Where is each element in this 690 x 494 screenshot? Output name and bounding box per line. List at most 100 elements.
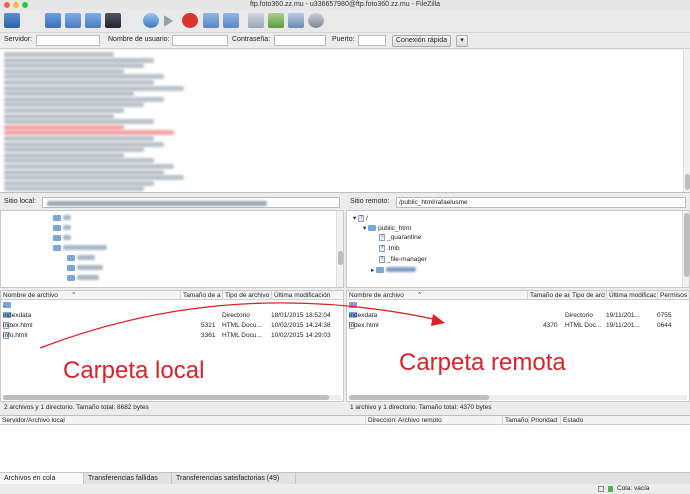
folder-icon [349,312,357,318]
zoom-window-icon[interactable] [22,2,28,8]
table-row[interactable]: indexdata Directorio 19/11/201... 0755 [349,312,672,319]
table-row[interactable]: index.html 4370 HTML Doc... 19/11/201...… [349,322,672,329]
column-size[interactable]: Tamaño [502,416,528,425]
local-list-hscroll[interactable] [3,395,341,400]
column-filesize[interactable]: Tamaño de archivo [527,291,569,300]
local-tree-node[interactable] [53,225,71,232]
remote-tree-tmb[interactable]: ?.tmb [379,245,400,253]
table-row[interactable]: indexdata Directorio 18/01/2015 18:52:04 [3,312,331,319]
column-filetype[interactable]: Tipo de archivo [222,291,270,300]
toggle-remote-tree-icon[interactable] [85,13,101,28]
log-line [4,186,144,192]
host-input[interactable] [36,35,100,46]
message-log[interactable] [0,50,690,193]
remote-file-list[interactable]: Nombre de archivo ⌃ Tamaño de archivo Ti… [346,290,690,402]
local-path-input[interactable] [42,197,340,208]
filter-icon[interactable] [248,13,264,28]
log-line [4,130,174,136]
column-status[interactable]: Estado [560,416,583,425]
port-label: Puerto: [332,36,355,43]
column-filename[interactable]: Nombre de archivo [349,292,404,299]
remote-tree-root[interactable]: ▾ ?/ [353,214,368,222]
cancel-icon[interactable] [182,13,198,28]
remote-tree-selected[interactable]: ▸ [371,266,417,274]
log-line [4,158,154,164]
remote-list-hscroll-thumb[interactable] [349,395,489,400]
tab-queued-files[interactable]: Archivos en cola [0,473,84,484]
remote-site-bar: Sitio remoto: /public_html/rafaelusme [346,195,690,210]
log-scrollbar[interactable] [683,50,690,192]
remote-tree-file-manager[interactable]: ?_file-manager [379,256,427,264]
folder-open-icon [368,225,377,232]
column-modified[interactable]: Última modificación [606,291,656,300]
remote-tree[interactable]: ▾ ?/ ▾ public_html ?_quarantine ?.tmb ?_… [346,210,690,288]
local-tree-node[interactable] [67,275,99,282]
column-filetype[interactable]: Tipo de archivo [569,291,605,300]
tab-failed-transfers[interactable]: Transferencias fallidas [84,473,172,484]
folder-icon [3,302,11,308]
column-modified[interactable]: Última modificación [271,291,330,300]
lock-icon [598,486,604,492]
column-permissions[interactable]: Permisos [657,291,687,300]
local-tree-node[interactable] [67,265,103,272]
toggle-queue-icon[interactable] [105,13,121,28]
log-scrollbar-thumb[interactable] [685,174,690,190]
search-icon[interactable] [308,13,324,28]
local-list-hscroll-thumb[interactable] [3,395,329,400]
quickconnect-button[interactable]: Conexión rápida [392,35,451,47]
minimize-window-icon[interactable] [13,2,19,8]
queue-status: Cola: vacía [617,485,650,492]
table-row[interactable]: .. [347,301,689,311]
refresh-icon[interactable] [143,13,159,28]
remote-tree-quarantine[interactable]: ?_quarantine [379,234,422,242]
quickconnect-bar: Servidor: Nombre de usuario: Contraseña:… [0,32,690,49]
column-filename[interactable]: Nombre de archivo [3,292,58,299]
annotation-remote: Carpeta remota [399,349,566,376]
table-row[interactable]: .. [1,301,343,311]
column-local-file[interactable]: Servidor/Archivo local [2,417,65,424]
user-input[interactable] [172,35,228,46]
local-tree-node[interactable] [53,245,107,252]
log-line [4,175,184,181]
remote-path-value: /public_html/rafaelusme [399,199,468,206]
remote-path-input[interactable]: /public_html/rafaelusme [396,197,686,208]
table-row[interactable]: index.html 5321 HTML Docu... 10/02/2015 … [3,322,331,329]
local-tree-scrollbar-thumb[interactable] [338,251,343,265]
folder-icon [67,275,75,282]
close-window-icon[interactable] [4,2,10,8]
toggle-log-icon[interactable] [45,13,61,28]
remote-list-header: Nombre de archivo ⌃ Tamaño de archivo Ti… [347,291,689,300]
log-line [4,141,164,147]
reconnect-icon[interactable] [223,13,239,28]
tab-successful-transfers[interactable]: Transferencias satisfactorias (49) [172,473,296,484]
local-tree[interactable] [0,210,344,288]
transfer-queue[interactable]: Servidor/Archivo local Dirección Archivo… [0,415,690,472]
local-tree-scrollbar[interactable] [336,211,343,287]
local-tree-node[interactable] [53,235,71,242]
title-bar: ftp.foto360.zz.mu - u336657980@ftp.foto3… [0,0,690,10]
port-input[interactable] [358,35,386,46]
remote-tree-scrollbar[interactable] [682,211,689,287]
remote-list-hscroll[interactable] [349,395,687,400]
log-line [4,108,124,113]
local-tree-node[interactable] [67,255,95,262]
column-priority[interactable]: Prioridad [528,416,557,425]
compare-icon[interactable] [288,13,304,28]
column-direction[interactable]: Dirección [365,416,395,425]
local-file-list[interactable]: Nombre de archivo ⌃ Tamaño de archivo Ti… [0,290,344,402]
column-remote-file[interactable]: Archivo remoto [395,416,442,425]
remote-tree-public-html[interactable]: ▾ public_html [363,225,411,232]
password-input[interactable] [274,35,326,46]
disconnect-icon[interactable] [203,13,219,28]
local-tree-node[interactable] [53,215,71,222]
local-path-blurred [47,201,267,206]
remote-tree-scrollbar-thumb[interactable] [684,213,689,277]
queue-header: Servidor/Archivo local Dirección Archivo… [0,416,690,425]
toggle-sync-icon[interactable] [268,13,284,28]
column-filesize[interactable]: Tamaño de archivo [180,291,221,300]
toggle-local-tree-icon[interactable] [65,13,81,28]
site-manager-icon[interactable] [4,13,20,28]
quickconnect-history-button[interactable]: ▾ [456,35,468,47]
process-queue-icon[interactable] [164,15,173,27]
table-row[interactable]: info.html 3361 HTML Docu... 10/02/2015 1… [3,332,331,339]
